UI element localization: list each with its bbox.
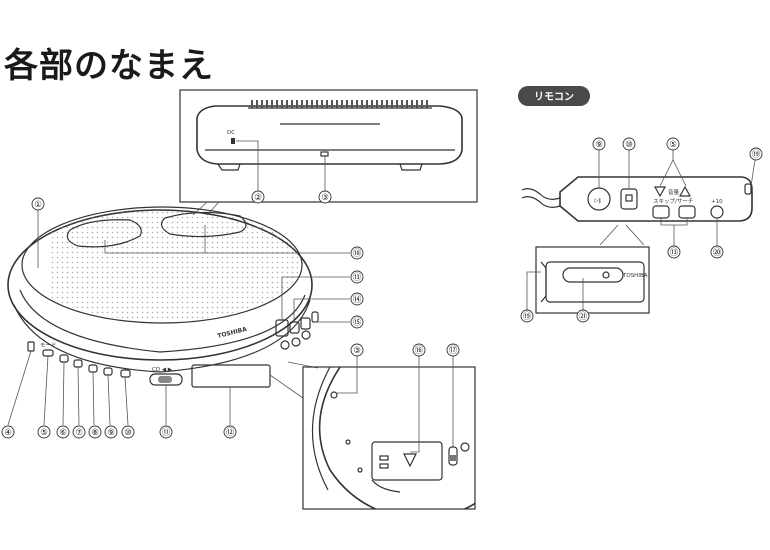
svg-text:⑪: ⑪ — [162, 428, 171, 438]
svg-text:⑲: ⑲ — [523, 312, 532, 322]
underside-inset — [269, 355, 476, 510]
callout-17: ⑰ — [446, 343, 460, 357]
cd-player-main: TOSHIBA モード CD ◀ ▶ — [7, 206, 350, 426]
callout-8: ⑧ — [88, 425, 102, 439]
svg-text:⑱: ⑱ — [353, 249, 362, 259]
callout-15: ⑮ — [350, 315, 364, 329]
callout-4: ④ — [1, 425, 15, 439]
svg-text:+10: +10 — [711, 199, 723, 205]
svg-text:①: ① — [34, 200, 42, 210]
svg-text:⑬: ⑬ — [670, 248, 679, 258]
svg-text:⑥: ⑥ — [59, 428, 67, 438]
callout-13-remote: ⑬ — [667, 245, 681, 259]
callout-14: ⑭ — [350, 292, 364, 306]
callout-9-main: ⑨ — [104, 425, 118, 439]
svg-text:⑩: ⑩ — [625, 140, 633, 150]
callout-9-remote: ⑨ — [592, 137, 606, 151]
callout-19-remote-back: ⑲ — [520, 309, 534, 323]
svg-text:⑦: ⑦ — [75, 428, 83, 438]
svg-text:⑯: ⑯ — [415, 346, 424, 356]
remote-back-inset: TOSHIBA — [526, 246, 650, 314]
remote-control: ▷‖ 音量 スキップ/サーチ +10 — [521, 150, 756, 246]
svg-text:⑩: ⑩ — [124, 428, 132, 438]
svg-text:リモコン: リモコン — [534, 91, 574, 103]
svg-text:④: ④ — [4, 428, 12, 438]
svg-text:⑭: ⑭ — [353, 295, 362, 305]
svg-text:⑨: ⑨ — [595, 140, 603, 150]
svg-text:⑳: ⑳ — [713, 248, 722, 258]
brand-logo: TOSHIBA — [217, 326, 248, 340]
remote-label-badge: リモコン — [518, 86, 590, 106]
svg-text:TOSHIBA: TOSHIBA — [622, 273, 648, 279]
callout-20: ⑳ — [710, 245, 724, 259]
svg-text:㉑: ㉑ — [579, 312, 588, 322]
svg-text:DC: DC — [227, 130, 235, 136]
callout-12: ⑫ — [223, 425, 237, 439]
callout-3-rear: ③ — [318, 190, 332, 204]
callout-3-bottom: ③ — [350, 343, 364, 357]
svg-text:⑨: ⑨ — [107, 428, 115, 438]
svg-text:⑮: ⑮ — [353, 318, 362, 328]
callout-2: ② — [251, 190, 265, 204]
page-title: 各部のなまえ — [4, 46, 214, 86]
callout-7: ⑦ — [72, 425, 86, 439]
svg-text:モード: モード — [40, 342, 57, 349]
callout-11: ⑪ — [159, 425, 173, 439]
svg-text:③: ③ — [353, 346, 361, 356]
svg-text:⑲: ⑲ — [752, 150, 761, 160]
svg-text:③: ③ — [321, 193, 329, 203]
svg-text:音量: 音量 — [668, 188, 680, 196]
callout-16: ⑯ — [412, 343, 426, 357]
svg-text:▷‖: ▷‖ — [594, 198, 601, 204]
callout-5-remote: ⑤ — [666, 137, 680, 151]
callout-18-main: ⑱ — [350, 246, 364, 260]
callout-5-main: ⑤ — [37, 425, 51, 439]
rear-view-inset: DC — [179, 89, 478, 203]
svg-text:⑧: ⑧ — [91, 428, 99, 438]
svg-text:スキップ/サーチ: スキップ/サーチ — [653, 198, 693, 205]
svg-text:②: ② — [254, 193, 262, 203]
svg-text:⑫: ⑫ — [226, 428, 235, 438]
callout-6: ⑥ — [56, 425, 70, 439]
callout-1: ① — [31, 197, 45, 211]
svg-text:⑤: ⑤ — [40, 428, 48, 438]
svg-text:⑰: ⑰ — [449, 346, 458, 356]
svg-text:⑤: ⑤ — [669, 140, 677, 150]
svg-text:⑬: ⑬ — [353, 273, 362, 283]
callout-10-main: ⑩ — [121, 425, 135, 439]
callout-13-main: ⑬ — [350, 270, 364, 284]
svg-text:CD ◀ ▶: CD ◀ ▶ — [152, 367, 173, 373]
callout-19-remote-top: ⑲ — [749, 147, 763, 161]
callout-10-remote: ⑩ — [622, 137, 636, 151]
callout-21: ㉑ — [576, 309, 590, 323]
